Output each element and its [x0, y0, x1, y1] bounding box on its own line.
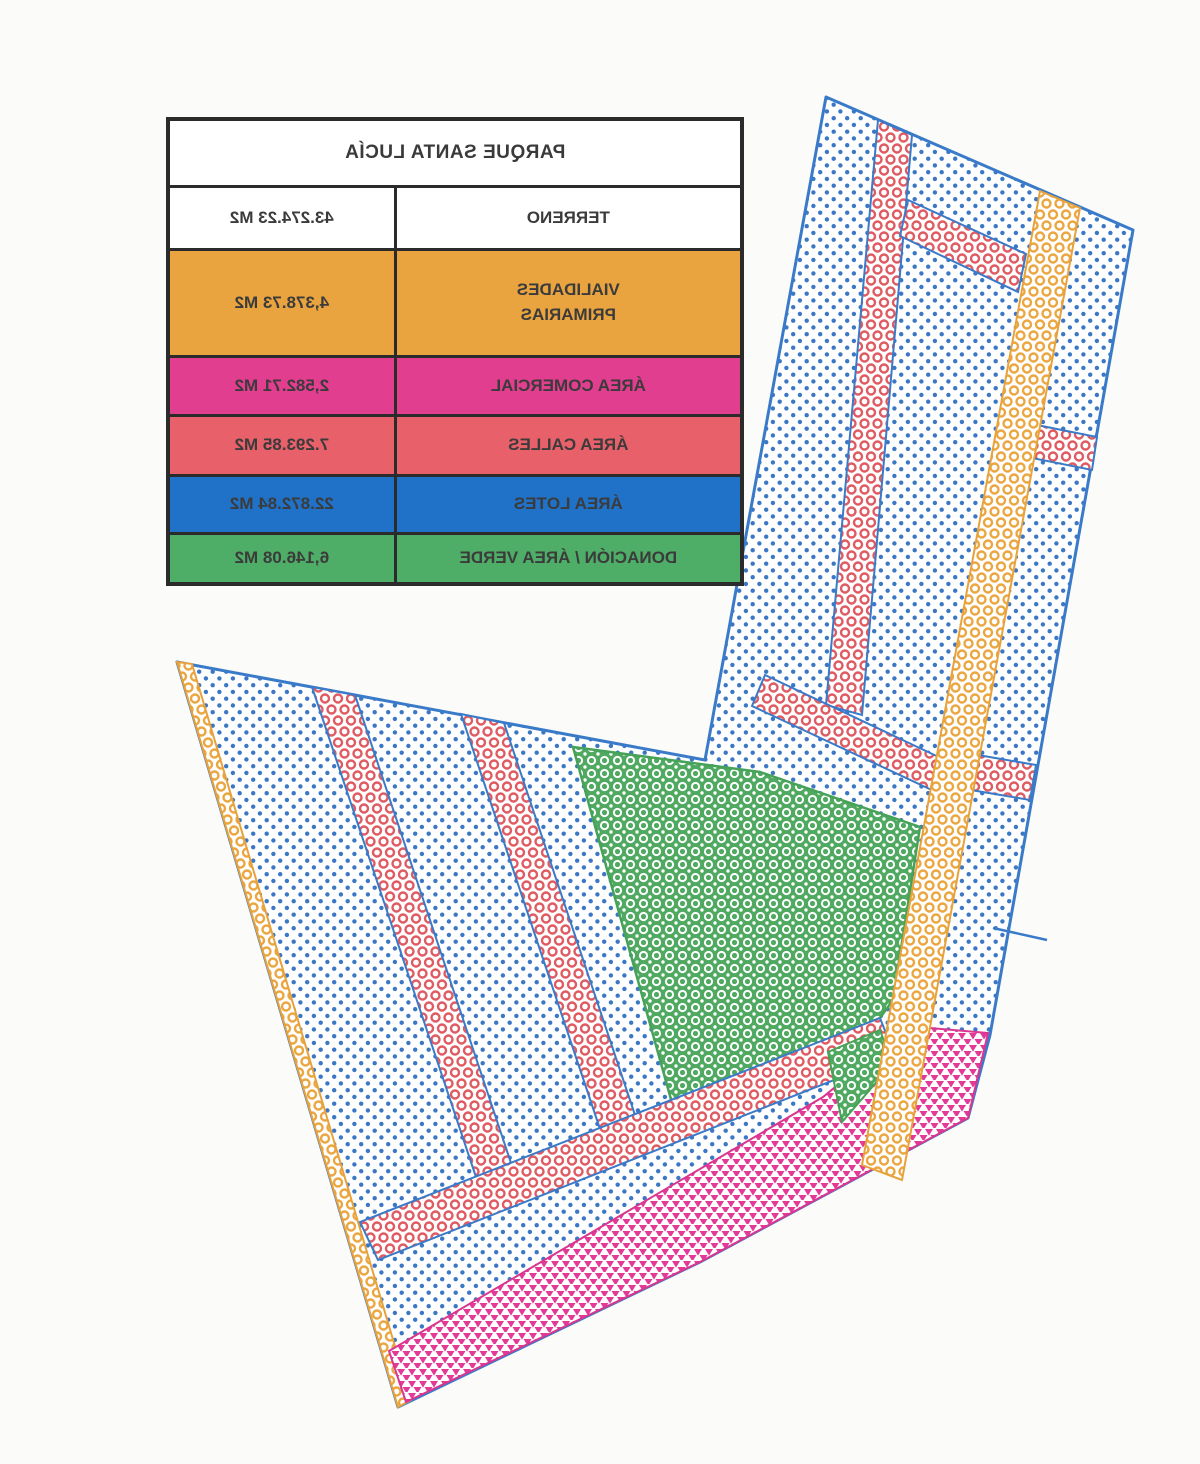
legend-value: 4,378.73 M2: [234, 292, 330, 312]
region-vialidad-right-wing: [860, 189, 1082, 1182]
legend-row-calles: ÁREA CALLES 7.293.85 M2: [170, 414, 740, 474]
legend-title: PARQUE SANTA LUCÍA: [170, 121, 740, 185]
legend-label: ÁREA LOTES: [393, 477, 740, 532]
legend-label: TERRENO: [393, 188, 740, 248]
legend-value: 6,146.08 M2: [234, 548, 330, 568]
legend-row-vialidades: VIALIDADES PRIMARIAS 4,378.73 M2: [170, 248, 740, 355]
street-rightwing-branch: [898, 198, 1028, 294]
legend-label: VIALIDADES PRIMARIAS: [393, 251, 740, 355]
legend-title-text: PARQUE SANTA LUCÍA: [344, 142, 566, 163]
legend-table: PARQUE SANTA LUCÍA TERRENO 43.274.23 M2 …: [166, 117, 744, 586]
legend-value: 2,582.71 M2: [234, 375, 330, 395]
legend-row-donacion: DONACIÓN / ÁREA VERDE 6,146.08 M2: [170, 532, 740, 582]
legend-label: DONACIÓN / ÁREA VERDE: [393, 535, 740, 582]
legend-label: ÁREA COMERCIAL: [393, 358, 740, 414]
legend-row-terreno: TERRENO 43.274.23 M2: [170, 185, 740, 248]
street-rightwing-vertical: [824, 118, 914, 717]
legend-value: 7.293.85 M2: [234, 435, 330, 455]
legend-label: ÁREA CALLES: [393, 417, 740, 474]
legend-row-comercial: ÁREA COMERCIAL 2,582.71 M2: [170, 355, 740, 414]
legend-value: 22.872.84 M2: [229, 494, 334, 514]
lot-boundary-line: [992, 926, 1048, 942]
legend-row-lotes: ÁREA LOTES 22.872.84 M2: [170, 474, 740, 532]
legend-value: 43.274.23 M2: [229, 207, 334, 227]
